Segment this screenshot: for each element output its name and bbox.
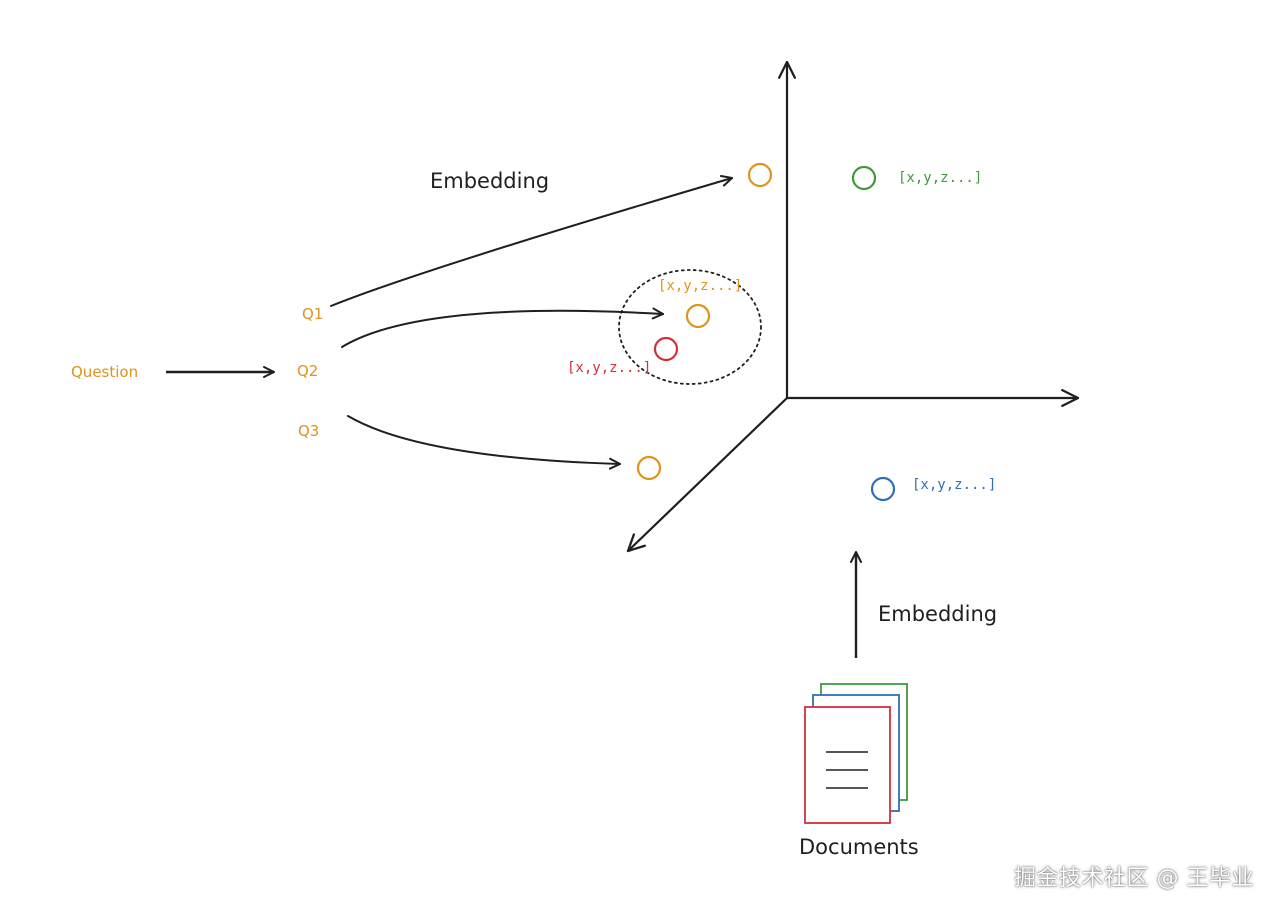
q3-point (636, 455, 662, 481)
documents-label: Documents (799, 835, 919, 859)
vector-label-blue: [x,y,z...] (912, 477, 996, 493)
vector-label-green: [x,y,z...] (898, 170, 982, 186)
q1-point (747, 162, 773, 188)
similarity-cluster (618, 269, 762, 385)
vector-points (636, 162, 896, 502)
q2-label: Q2 (297, 362, 318, 380)
documents-icon (804, 683, 908, 824)
doc-point-red (653, 336, 679, 362)
document-text-lines (826, 751, 868, 789)
doc-point-green (851, 165, 877, 191)
watermark: 掘金技术社区 @ 王毕业 (1014, 866, 1254, 891)
embedding-label-bottom: Embedding (878, 602, 997, 626)
q1-label: Q1 (302, 305, 323, 323)
z-axis (626, 396, 789, 553)
q3-label: Q3 (298, 422, 319, 440)
q2-arrow (341, 307, 664, 348)
q2-point (685, 303, 711, 329)
q3-arrow (347, 415, 621, 470)
vector-label-orange: [x,y,z...] (658, 278, 742, 294)
doc-point-blue (870, 476, 896, 502)
document-sheet-red (804, 706, 891, 824)
question-label: Question (71, 363, 138, 381)
query-arrows (330, 175, 733, 470)
embedding-label-top: Embedding (430, 169, 549, 193)
vector-label-red: [x,y,z...] (567, 360, 651, 376)
axes (626, 60, 1080, 553)
q1-arrow (330, 175, 733, 307)
